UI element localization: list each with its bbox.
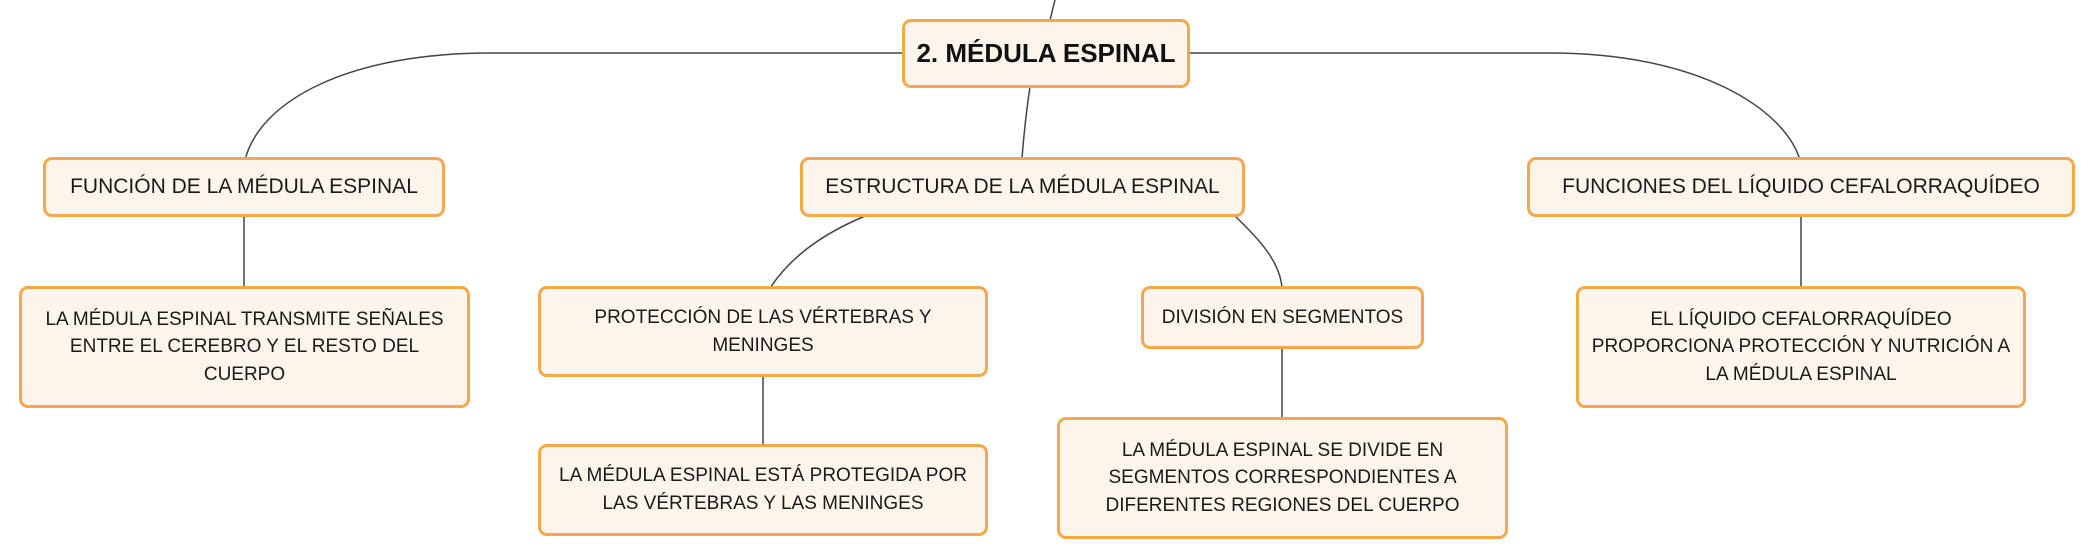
liquido-detail-node[interactable]: EL LÍQUIDO CEFALORRAQUÍDEO PROPORCIONA P… <box>1576 286 2026 408</box>
root-topic-node[interactable]: 2. MÉDULA ESPINAL <box>902 19 1190 88</box>
division-detail-node[interactable]: LA MÉDULA ESPINAL SE DIVIDE EN SEGMENTOS… <box>1057 417 1508 539</box>
proteccion-detail-text: LA MÉDULA ESPINAL ESTÁ PROTEGIDA POR LAS… <box>559 465 967 514</box>
liquido-detail-text: EL LÍQUIDO CEFALORRAQUÍDEO PROPORCIONA P… <box>1591 308 2011 385</box>
division-detail-text: LA MÉDULA ESPINAL SE DIVIDE EN SEGMENTOS… <box>1105 439 1460 516</box>
connector-estructura-proteccion <box>769 215 866 289</box>
connector-root-funcion <box>244 52 902 161</box>
topic-funcion-label: FUNCIÓN DE LA MÉDULA ESPINAL <box>70 174 418 198</box>
root-topic-label: 2. MÉDULA ESPINAL <box>916 37 1176 68</box>
funcion-detail-node[interactable]: LA MÉDULA ESPINAL TRANSMITE SEÑALES ENTR… <box>19 286 470 408</box>
connector-parent-root <box>1049 0 1056 21</box>
topic-liquido-node[interactable]: FUNCIONES DEL LÍQUIDO CEFALORRAQUÍDEO <box>1527 157 2075 217</box>
funcion-detail-text: LA MÉDULA ESPINAL TRANSMITE SEÑALES ENTR… <box>45 308 444 385</box>
connector-root-liquido <box>1190 52 1801 161</box>
topic-estructura-node[interactable]: ESTRUCTURA DE LA MÉDULA ESPINAL <box>800 157 1245 217</box>
subtopic-division-node[interactable]: DIVISIÓN EN SEGMENTOS <box>1141 286 1424 349</box>
subtopic-proteccion-node[interactable]: PROTECCIÓN DE LAS VÉRTEBRAS Y MENINGES <box>538 286 988 377</box>
connector-root-estructura <box>1021 86 1031 159</box>
topic-liquido-label: FUNCIONES DEL LÍQUIDO CEFALORRAQUÍDEO <box>1562 174 2040 198</box>
topic-estructura-label: ESTRUCTURA DE LA MÉDULA ESPINAL <box>825 174 1220 198</box>
connector-estructura-division <box>1234 215 1283 289</box>
topic-funcion-node[interactable]: FUNCIÓN DE LA MÉDULA ESPINAL <box>43 157 445 217</box>
subtopic-proteccion-label: PROTECCIÓN DE LAS VÉRTEBRAS Y MENINGES <box>594 306 932 356</box>
subtopic-division-label: DIVISIÓN EN SEGMENTOS <box>1161 306 1404 328</box>
proteccion-detail-node[interactable]: LA MÉDULA ESPINAL ESTÁ PROTEGIDA POR LAS… <box>538 444 988 536</box>
